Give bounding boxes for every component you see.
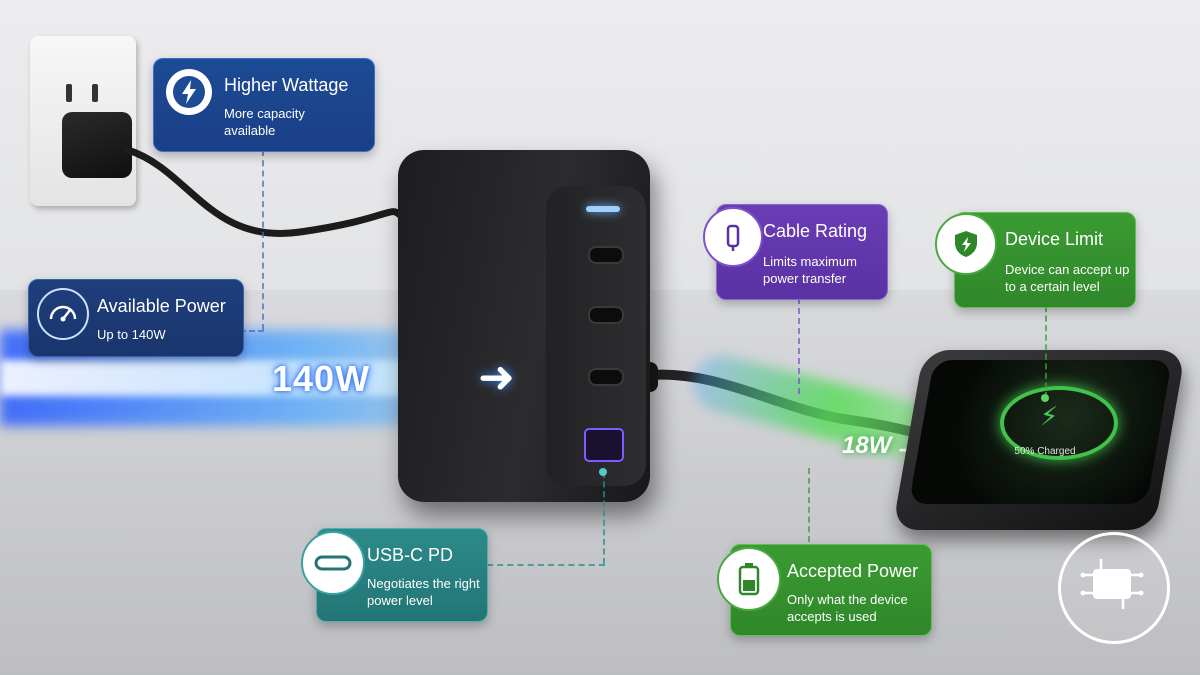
gauge-icon bbox=[37, 288, 89, 340]
wall-plug bbox=[62, 112, 132, 178]
card-description: Negotiates the right power level bbox=[367, 576, 480, 608]
card-description: Device can accept up to a certain level bbox=[1005, 262, 1130, 294]
card-usb-c-pd: USB-C PD Negotiates the right power leve… bbox=[301, 528, 488, 622]
connector-line bbox=[487, 564, 605, 566]
power-cable bbox=[124, 146, 404, 237]
connector-dot bbox=[599, 468, 607, 476]
outlet-slot bbox=[92, 84, 98, 102]
usb-a-port bbox=[584, 428, 624, 462]
card-description: More capacity available bbox=[224, 106, 305, 138]
card-title: Available Power bbox=[97, 296, 226, 316]
usb-c-port-2 bbox=[588, 306, 624, 324]
outlet-slot bbox=[66, 84, 72, 102]
usb-c-port-3 bbox=[588, 368, 624, 386]
card-accepted-power: Accepted Power Only what the device acce… bbox=[717, 544, 932, 636]
card-available-power: Available Power Up to 140W bbox=[28, 279, 244, 357]
charging-bolt-icon: ⚡ bbox=[1040, 402, 1059, 432]
card-title: USB-C PD bbox=[367, 545, 454, 565]
connector-dot bbox=[1041, 394, 1049, 402]
card-title: Higher Wattage bbox=[224, 75, 349, 95]
input-watt-label: 140W bbox=[272, 358, 371, 399]
card-title: Accepted Power bbox=[787, 561, 919, 581]
connector-line bbox=[262, 150, 264, 330]
card-description: Limits maximum power transfer bbox=[763, 254, 857, 286]
charge-status: 50% Charged bbox=[1014, 446, 1076, 457]
usb-c-port-1 bbox=[588, 246, 624, 264]
card-title: Device Limit bbox=[1005, 229, 1104, 249]
charger-brick bbox=[398, 150, 650, 502]
card-description: Up to 140W bbox=[97, 327, 166, 342]
lightning-icon bbox=[166, 69, 212, 115]
connector-line bbox=[1045, 306, 1047, 398]
input-arrow-icon: ➜ bbox=[478, 352, 515, 403]
connector-line bbox=[798, 298, 800, 394]
shield-icon bbox=[935, 213, 997, 275]
card-device-limit: Device Limit Device can accept up to a c… bbox=[935, 212, 1136, 308]
cable-icon bbox=[703, 207, 763, 267]
usb-c-port-icon bbox=[301, 531, 365, 595]
connector-line bbox=[240, 330, 264, 332]
card-description: Only what the device accepts is used bbox=[787, 592, 908, 624]
charger-led bbox=[586, 206, 620, 212]
card-cable-rating: Cable Rating Limits maximum power transf… bbox=[703, 204, 888, 300]
chip-logo-icon bbox=[1058, 532, 1170, 644]
connector-line bbox=[808, 468, 810, 542]
card-higher-wattage: Higher Wattage More capacity available bbox=[153, 58, 375, 152]
connector-line bbox=[603, 472, 605, 564]
output-watt-label: 18W bbox=[842, 432, 892, 459]
battery-icon bbox=[717, 547, 781, 611]
card-title: Cable Rating bbox=[763, 221, 868, 241]
charging-ring bbox=[1000, 386, 1118, 460]
